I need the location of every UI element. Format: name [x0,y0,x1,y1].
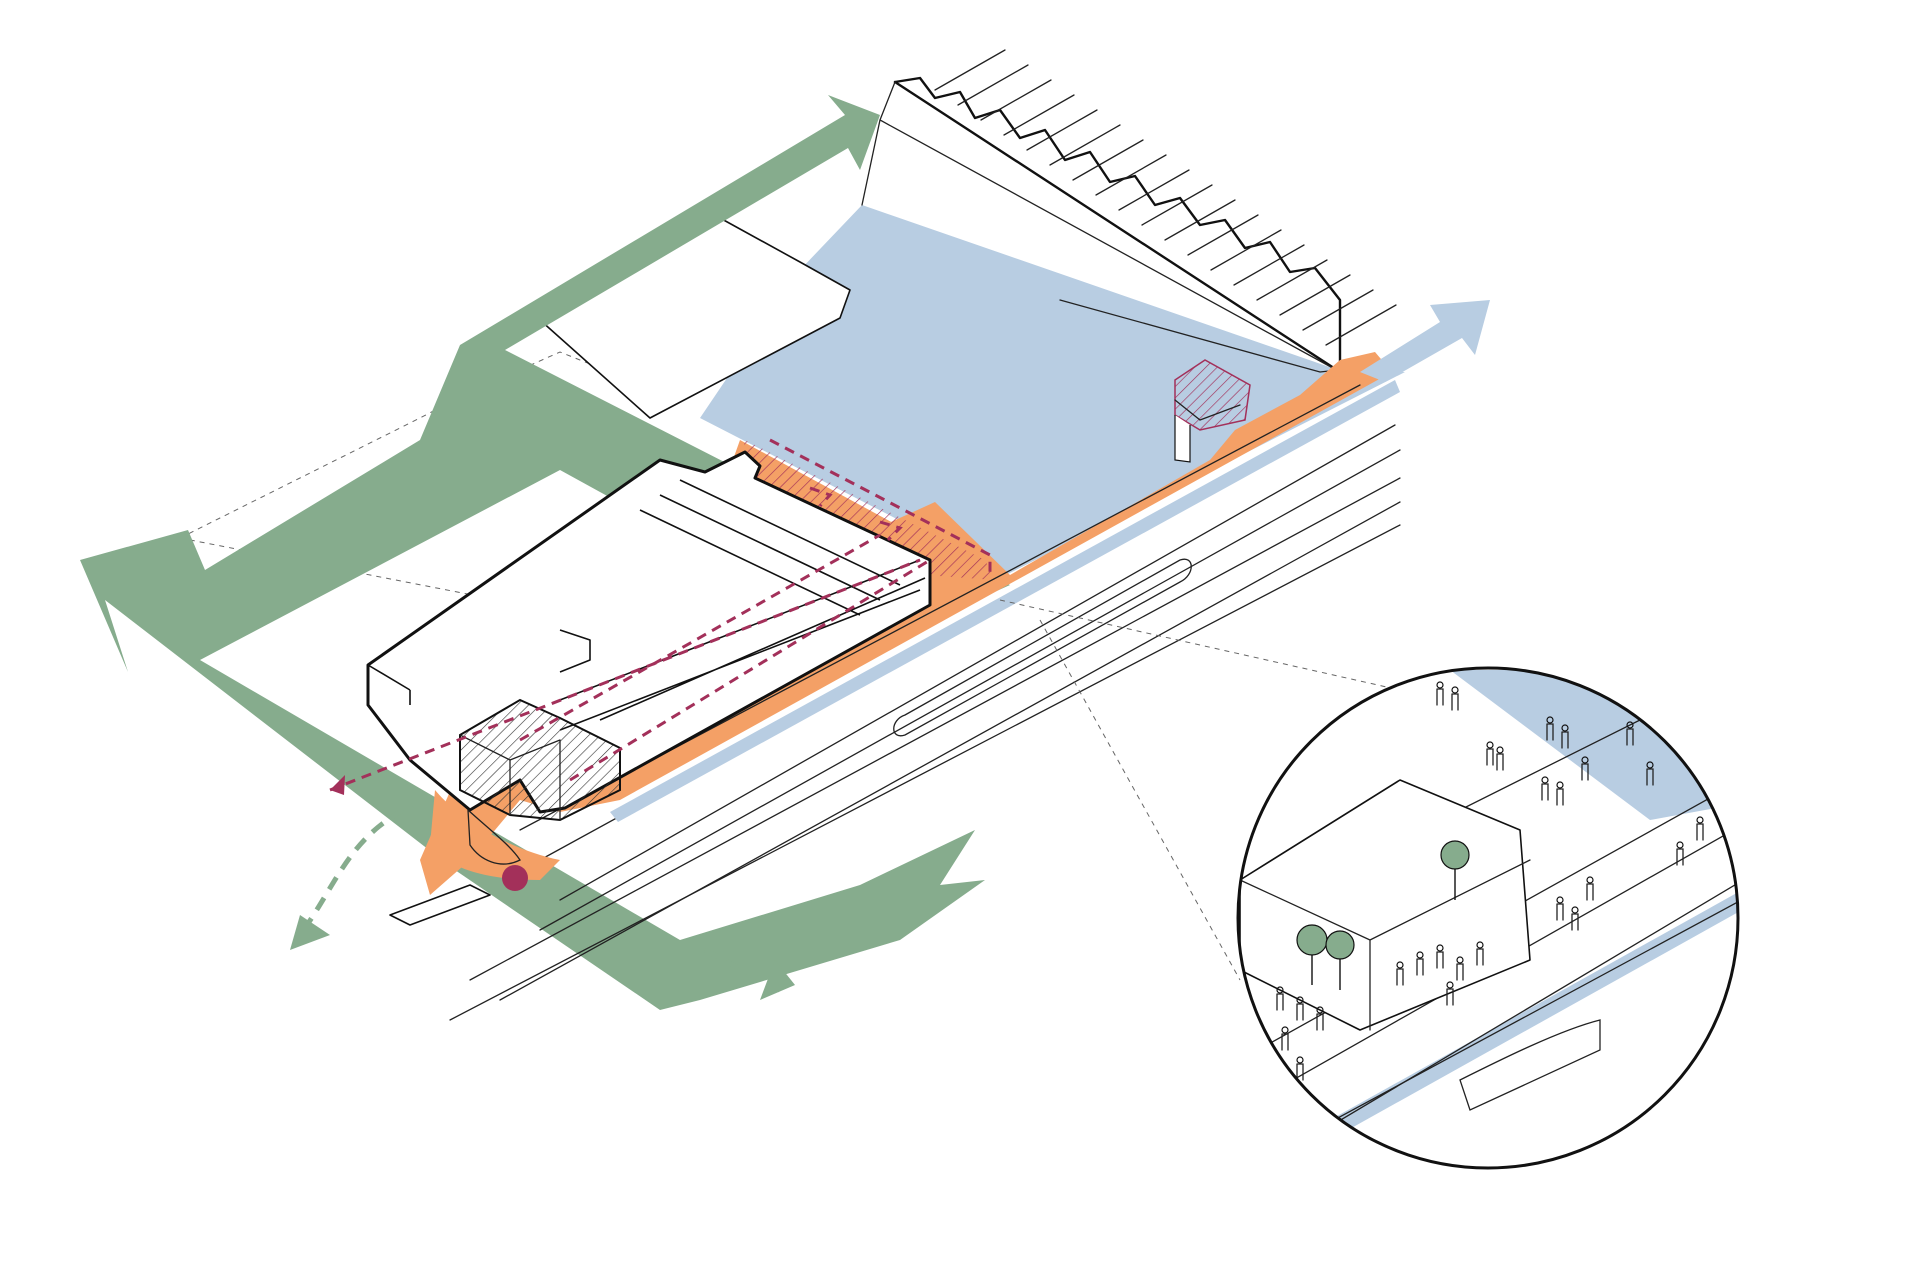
pedestrian-icon [1451,686,1459,711]
skyline-hatch-line [1095,154,1167,196]
pedestrian-icon [1676,841,1684,866]
waterfront-dash [769,438,992,575]
pedestrian-icon [1581,756,1589,781]
skyline-hatch-line [1256,259,1328,301]
skyline-hatch-line [957,64,1029,106]
water-pavilion [1174,359,1251,463]
skyline-hatch-line [1049,124,1121,166]
skyline-hatch-line [1003,94,1075,136]
station-marker [502,865,528,891]
magenta-flow-arrows [329,486,931,795]
rail-line [499,501,1401,1001]
pedestrian-icon [1456,956,1464,981]
pedestrian-icon [1646,761,1654,786]
rail-line [449,524,1401,1021]
zoom-connector-top [999,599,1401,691]
pedestrian-icon [1436,681,1444,706]
pedestrian-icon [1626,721,1634,746]
pedestrian-icon [1276,986,1284,1011]
skyline-hatch-line [980,79,1052,121]
pedestrian-icon [1496,746,1504,771]
pedestrian-icon [1561,724,1569,749]
pedestrian-icon [1696,816,1704,841]
zoom-connector-bottom [1039,619,1241,981]
pedestrian-icon [1436,944,1444,969]
water-basin [700,205,1405,575]
pedestrian-icon [1446,981,1454,1006]
pedestrian-icon [1476,941,1484,966]
orange-promenade [420,352,1392,895]
pedestrian-icon [1281,1026,1289,1051]
pedestrian-icon [1486,741,1494,766]
hatched-edge [740,440,995,580]
rail-line [469,477,1401,981]
skyline-hatch-line [1072,139,1144,181]
pedestrian-icon [1546,716,1554,741]
skyline-hatch-line [1118,169,1190,211]
rail-line [539,449,1401,931]
green-dashed-arrows [290,797,795,1000]
skyline-hatch-line [1210,229,1282,271]
pedestrian-icon [1586,876,1594,901]
pedestrian-icon [1556,781,1564,806]
zoom-train-capsule [1459,1019,1601,1111]
pedestrian-icon [1541,776,1549,801]
skyline-hatch-line [1279,274,1351,316]
blue-channel [610,380,1400,822]
plaza-node [389,790,560,926]
train-capsule [893,558,1192,737]
pedestrian-icon [1316,1006,1324,1031]
skyline-hatch [934,49,1397,346]
skyline-hatch-line [1302,289,1374,331]
zoom-track-line [1259,889,1738,1161]
skyline-hatch-line [1233,244,1305,286]
blue-arrow [1360,300,1490,382]
skyline-hatch-line [934,49,1006,91]
rail-line [559,424,1396,901]
skyline-hatch-line [1187,214,1259,256]
skyline-hatch-line [1325,304,1397,346]
pedestrian-icon [1571,906,1579,931]
pedestrian-icon [1296,996,1304,1021]
skyline-hatch-line [1164,199,1236,241]
skyline-hatch-line [1141,184,1213,226]
pedestrian-icon [1396,961,1404,986]
pedestrian-icon [1416,951,1424,976]
zoom-detail [1236,666,1740,1170]
pedestrian-icon [1556,896,1564,921]
skyline-hatch-line [1026,109,1098,151]
